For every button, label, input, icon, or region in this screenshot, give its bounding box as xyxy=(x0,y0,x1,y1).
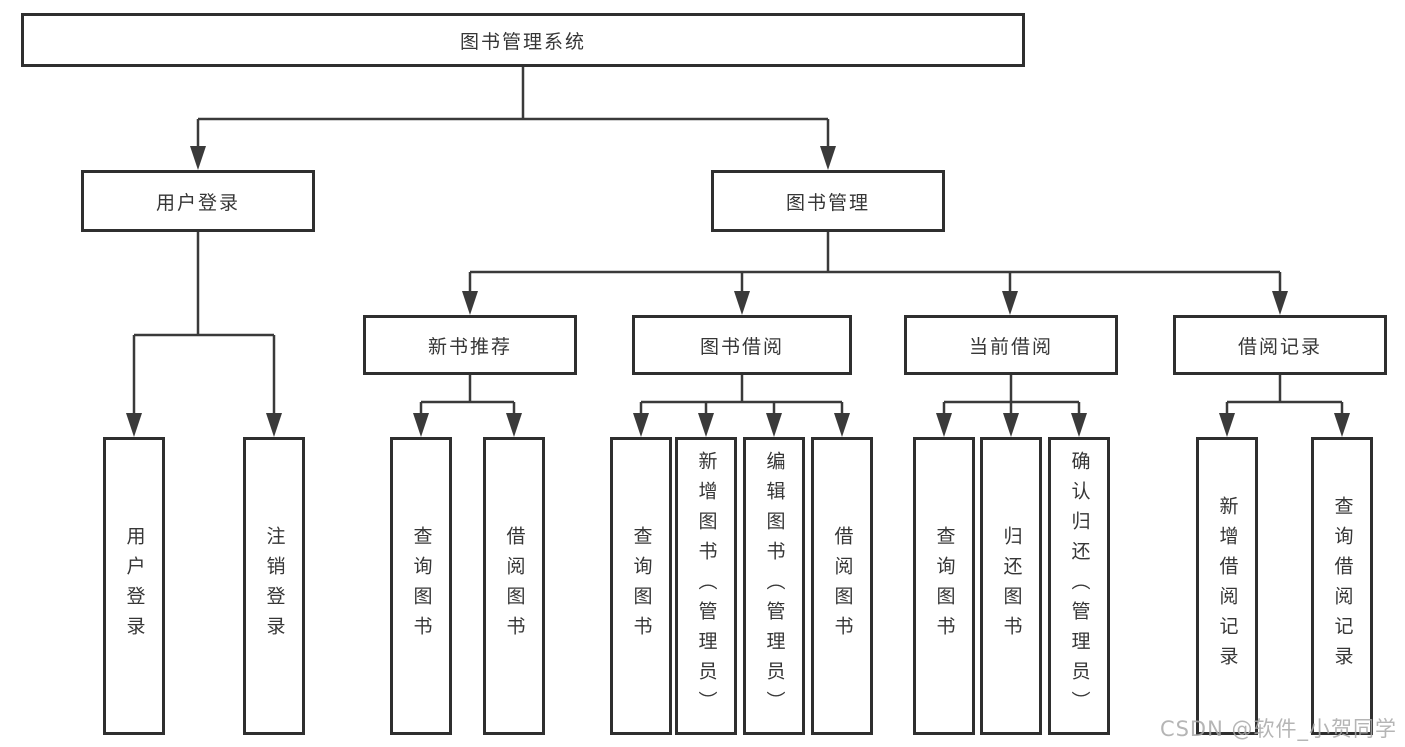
leaf-add-book-admin: 新增图书（管理员） xyxy=(675,437,737,735)
arrowhead xyxy=(766,413,782,437)
leaf-borrow-books-recommend: 借阅图书 xyxy=(483,437,545,735)
leaf-add-borrow-record: 新增借阅记录 xyxy=(1196,437,1258,735)
arrowhead xyxy=(834,413,850,437)
leaf-query-borrow-record-label: 查询借阅记录 xyxy=(1331,496,1354,676)
leaf-user-login-label: 用户登录 xyxy=(123,526,146,646)
node-user-login-branch-label: 用户登录 xyxy=(155,191,240,214)
node-user-login-branch: 用户登录 xyxy=(81,170,315,232)
leaf-query-books-current: 查询图书 xyxy=(913,437,975,735)
leaf-borrow-books-2-label: 借阅图书 xyxy=(831,526,854,646)
arrowhead xyxy=(1334,413,1350,437)
node-book-management-branch: 图书管理 xyxy=(711,170,945,232)
leaf-query-books-recommend-label: 查询图书 xyxy=(410,526,433,646)
leaf-edit-book-admin: 编辑图书（管理员） xyxy=(743,437,805,735)
connector-newbook-to-leaves xyxy=(419,375,516,415)
arrowhead xyxy=(936,413,952,437)
arrowhead xyxy=(462,291,478,315)
node-current-borrowing-label: 当前借阅 xyxy=(968,335,1053,358)
node-book-borrowing-label: 图书借阅 xyxy=(699,335,784,358)
node-book-borrowing: 图书借阅 xyxy=(632,315,852,375)
node-borrowing-records-label: 借阅记录 xyxy=(1237,335,1322,358)
leaf-confirm-return-admin: 确认归还（管理员） xyxy=(1048,437,1110,735)
arrowhead xyxy=(1002,291,1018,315)
arrowhead xyxy=(820,146,836,170)
connector-bookmgmt-to-level3 xyxy=(468,232,1282,293)
node-new-book-recommendation-label: 新书推荐 xyxy=(427,335,512,358)
arrowhead xyxy=(506,413,522,437)
node-book-management-system: 图书管理系统 xyxy=(21,13,1025,67)
leaf-add-book-admin-label: 新增图书（管理员） xyxy=(695,451,718,721)
connector-borrowing-to-leaves xyxy=(639,375,844,415)
connector-root-to-level2 xyxy=(196,67,830,150)
leaf-add-borrow-record-label: 新增借阅记录 xyxy=(1216,496,1239,676)
arrowhead xyxy=(266,413,282,437)
leaf-query-books-borrowing-label: 查询图书 xyxy=(630,526,653,646)
arrowhead xyxy=(126,413,142,437)
arrowhead xyxy=(1071,413,1087,437)
leaf-return-book: 归还图书 xyxy=(980,437,1042,735)
connector-userlogin-to-leaves xyxy=(132,232,276,415)
arrowhead xyxy=(734,291,750,315)
leaf-borrow-books-2: 借阅图书 xyxy=(811,437,873,735)
connector-current-to-leaves xyxy=(942,375,1081,415)
leaf-logout-label: 注销登录 xyxy=(263,526,286,646)
connector-records-to-leaves xyxy=(1225,375,1344,415)
arrowhead xyxy=(633,413,649,437)
leaf-query-books-borrowing: 查询图书 xyxy=(610,437,672,735)
leaf-borrow-books-recommend-label: 借阅图书 xyxy=(503,526,526,646)
leaf-edit-book-admin-label: 编辑图书（管理员） xyxy=(763,451,786,721)
leaf-user-login: 用户登录 xyxy=(103,437,165,735)
arrowhead xyxy=(1272,291,1288,315)
csdn-watermark: CSDN @软件_小贺同学 xyxy=(1159,717,1397,741)
arrowhead xyxy=(1003,413,1019,437)
arrowhead xyxy=(1219,413,1235,437)
leaf-logout: 注销登录 xyxy=(243,437,305,735)
node-borrowing-records: 借阅记录 xyxy=(1173,315,1387,375)
leaf-query-books-current-label: 查询图书 xyxy=(933,526,956,646)
arrowhead xyxy=(413,413,429,437)
leaf-confirm-return-admin-label: 确认归还（管理员） xyxy=(1068,451,1091,721)
node-book-management-system-label: 图书管理系统 xyxy=(459,30,586,53)
node-new-book-recommendation: 新书推荐 xyxy=(363,315,577,375)
leaf-query-books-recommend: 查询图书 xyxy=(390,437,452,735)
leaf-query-borrow-record: 查询借阅记录 xyxy=(1311,437,1373,735)
arrowhead xyxy=(698,413,714,437)
node-current-borrowing: 当前借阅 xyxy=(904,315,1118,375)
arrowhead xyxy=(190,146,206,170)
leaf-return-book-label: 归还图书 xyxy=(1000,526,1023,646)
node-book-management-branch-label: 图书管理 xyxy=(785,191,870,214)
